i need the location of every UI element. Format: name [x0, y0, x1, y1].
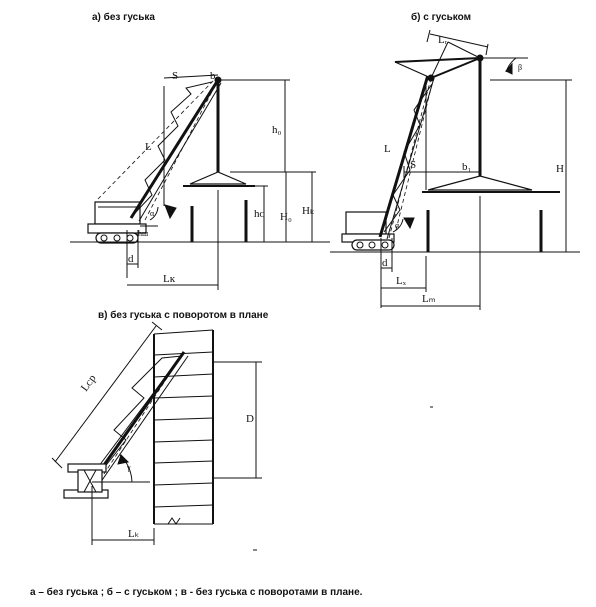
label-H0: H₀ [280, 211, 292, 223]
load-traverse-b [427, 175, 533, 191]
panel-b: б) с гуськом Lᵣ β [330, 11, 580, 310]
panel-b-title: б) с гуськом [411, 11, 471, 23]
crane-a [87, 201, 147, 244]
label-S: S [172, 70, 178, 82]
label-D: D [246, 413, 254, 425]
label-b: b [210, 70, 216, 82]
crane-c [63, 463, 109, 499]
label-b1: b₁ [462, 161, 472, 173]
dim-Lcp [54, 325, 157, 463]
label-Lk: Lк [163, 273, 176, 285]
label-hc: hᴄ [254, 208, 265, 220]
boom-a [129, 79, 220, 219]
label-Hk: Hₖ [302, 205, 315, 217]
label-d-a: d [128, 253, 134, 265]
label-Lcp: Lᴄp [79, 372, 99, 394]
label-d-b: d [382, 257, 388, 269]
label-alpha-a: α [150, 209, 155, 218]
crane-b [341, 211, 395, 251]
panel-a: а) без гуська S L b [70, 11, 330, 290]
label-gamma: γ [126, 463, 131, 472]
label-hw: hш [138, 229, 149, 238]
label-H: H [556, 163, 564, 175]
label-Lx: Lₓ [396, 275, 407, 287]
building-plan [153, 329, 214, 525]
label-Lm: Lₘ [422, 293, 436, 305]
label-L-b: L [384, 143, 391, 155]
label-Lk-c: Lₖ [128, 528, 139, 540]
label-Lr: Lᵣ [438, 34, 448, 46]
angle-mark-a [164, 204, 177, 220]
label-alpha-b: α [395, 221, 400, 230]
label-beta-b: β [518, 63, 522, 72]
label-S-b: S [410, 159, 416, 171]
label-h0: h₀ [272, 124, 282, 136]
boom-c [90, 351, 186, 483]
panel-c: в) без гуська с поворотом в плане Lᴄp [51, 309, 269, 545]
panel-a-title: а) без гуська [92, 11, 155, 23]
figure-caption: а – без гуська ; б – с гуськом ; в - без… [30, 586, 363, 598]
panel-c-title: в) без гуська с поворотом в плане [98, 309, 269, 321]
load-traverse-a [189, 171, 247, 185]
label-L: L [145, 141, 152, 153]
